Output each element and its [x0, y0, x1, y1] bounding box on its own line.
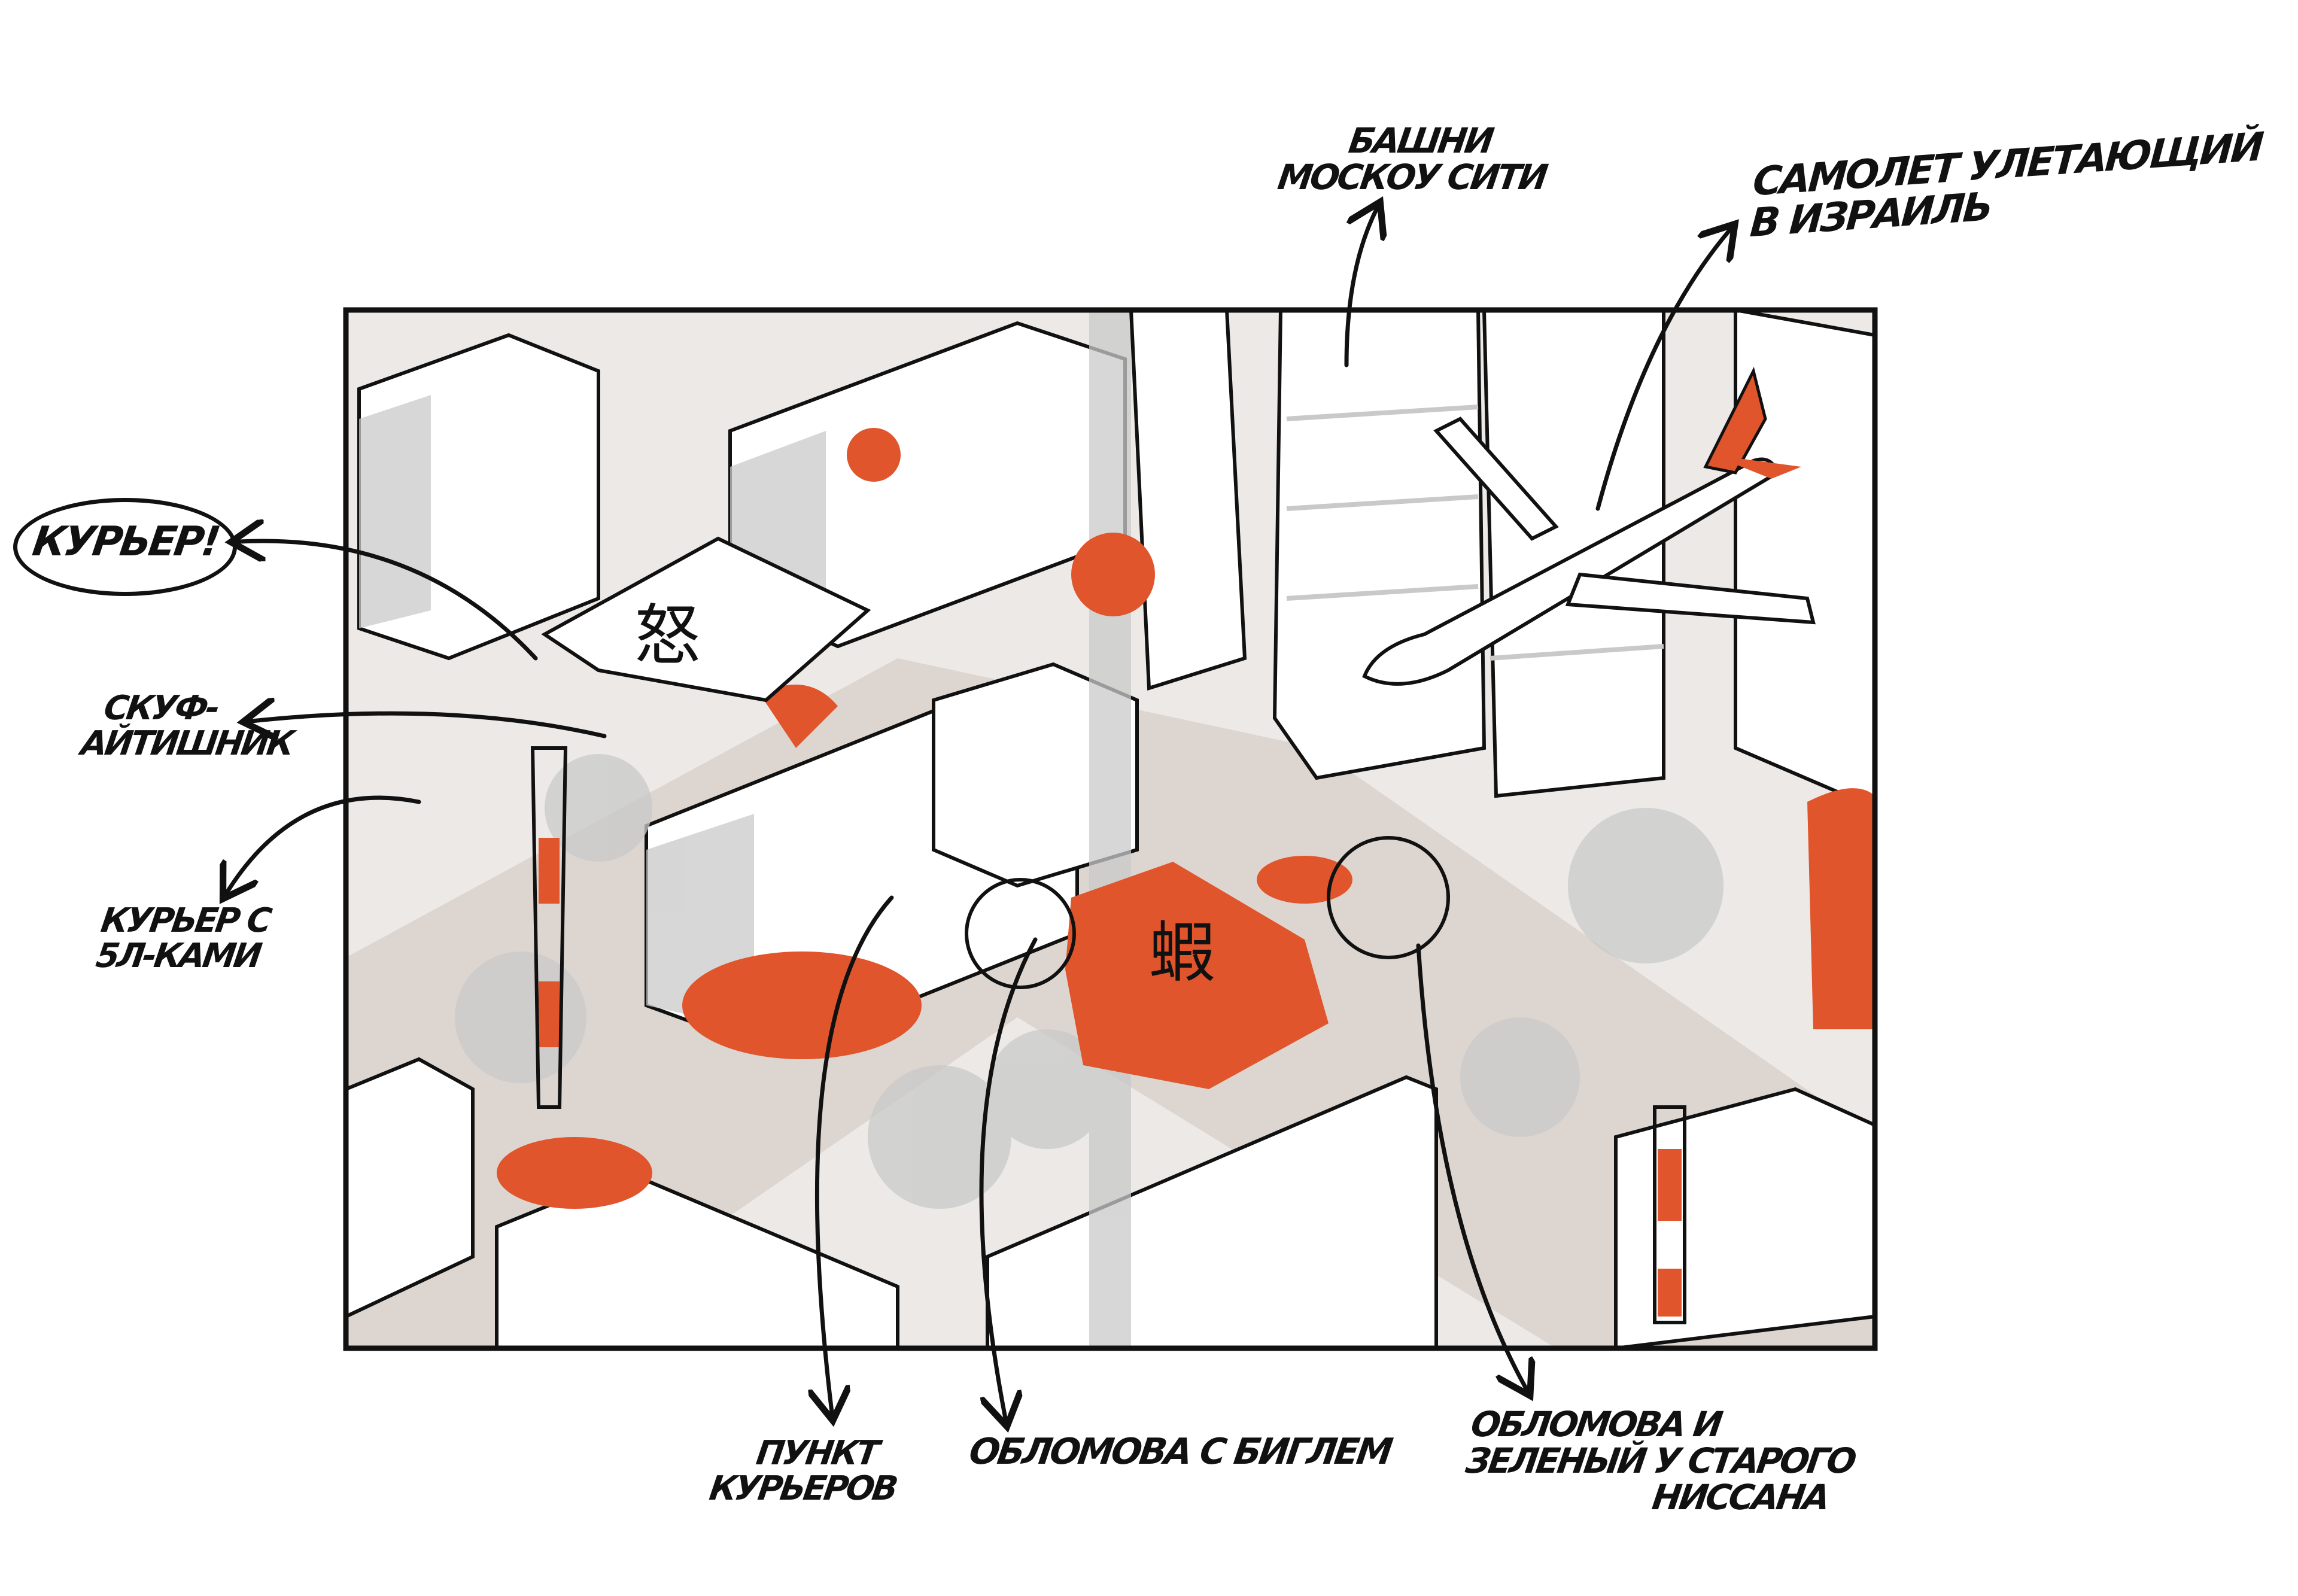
label-line: Пункт	[753, 1434, 880, 1473]
label-line: айтишник	[78, 723, 295, 763]
arrow-skuf	[251, 713, 607, 736]
label-courier: Курьер!	[29, 518, 221, 566]
airplane-to-israel	[1362, 366, 1816, 686]
label-line: Курьер!	[29, 518, 221, 566]
label-courier-point: Пункт курьеров	[707, 1434, 903, 1508]
label-line: Башни	[1346, 120, 1494, 161]
label-skuf-it: Скуф- айтишник	[78, 689, 299, 763]
label-moscow-city-towers: Башни Москоу сити	[1275, 120, 1553, 197]
label-line: курьеров	[707, 1469, 898, 1508]
orange-accents	[497, 428, 1875, 1317]
label-line: зеленый у старого	[1463, 1440, 1857, 1481]
label-line: 5л-ками	[93, 936, 262, 975]
svg-text:怒: 怒	[634, 597, 700, 674]
label-line: ниссана	[1649, 1476, 1831, 1518]
arrow-plane	[1595, 230, 1729, 511]
arrow-courier-bottles	[227, 795, 421, 892]
label-line: Москоу сити	[1275, 156, 1548, 197]
label-oblomova-nissan: Обломова и зеленый у старого ниссана	[1458, 1404, 1862, 1518]
illustration-frame	[343, 307, 1878, 1351]
svg-text:蝦: 蝦	[1149, 914, 1215, 991]
label-line: Обломова и	[1468, 1404, 1723, 1445]
label-courier-bottles: Курьер с 5л-ками	[93, 901, 272, 975]
label-line: Курьер с	[98, 901, 272, 940]
arrow-courier	[239, 541, 538, 661]
arrow-towers	[1344, 209, 1376, 367]
illustration-content: 怒 蝦	[346, 310, 1875, 1348]
highlight-circle-beagle	[965, 878, 1076, 989]
label-oblomova-beagle: Обломова с биглем	[966, 1431, 1393, 1473]
label-line: Скуф-	[101, 689, 220, 728]
annotation-arrows	[227, 209, 1729, 1418]
label-line: Обломова с биглем	[966, 1431, 1393, 1473]
arrow-courier-point	[817, 895, 894, 1412]
arrow-oblomova-beagle	[979, 937, 1038, 1418]
highlight-circle-nissan	[1327, 836, 1450, 959]
courier-label-bubble	[13, 498, 237, 596]
arrow-oblomova-nissan	[1416, 943, 1526, 1388]
